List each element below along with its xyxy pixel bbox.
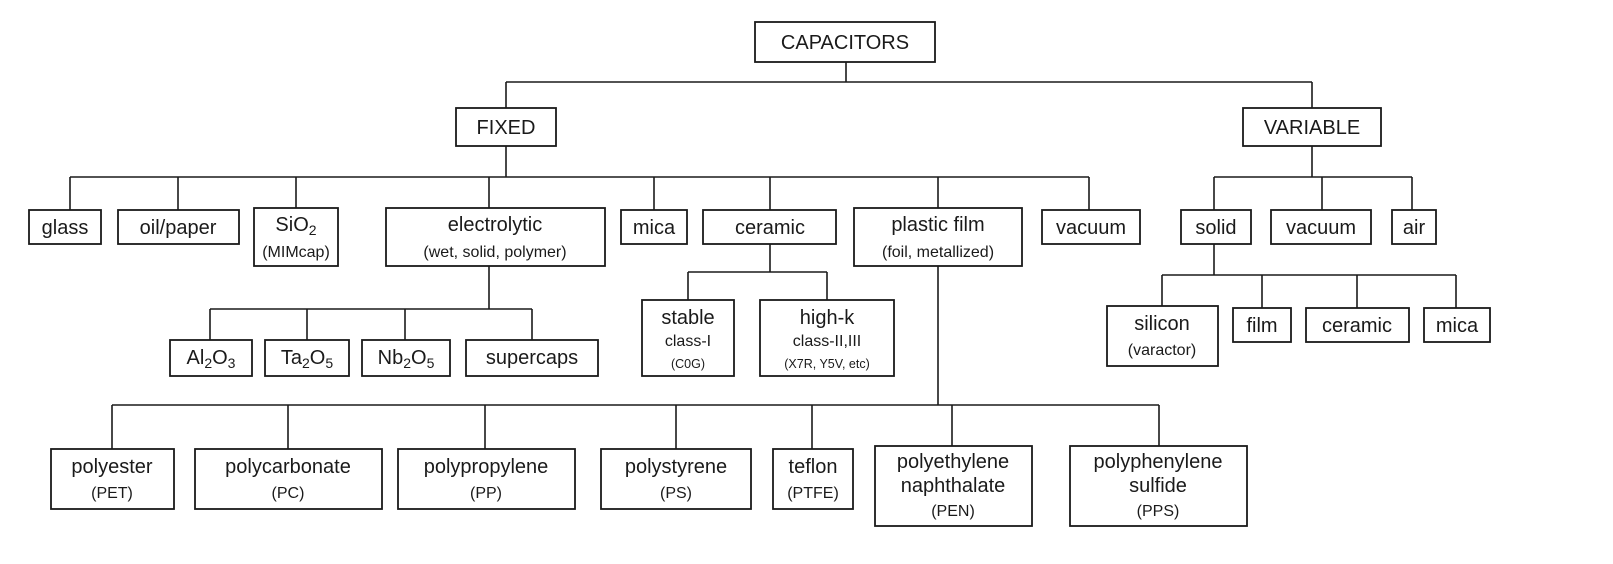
node-label: air — [1403, 217, 1426, 239]
node-silicon: silicon (varactor) — [1106, 305, 1219, 367]
formula-subscript: 2 — [403, 355, 411, 371]
node-electrolytic: electrolytic (wet, solid, polymer) — [385, 207, 606, 267]
node-polypropylene: polypropylene (PP) — [397, 448, 576, 510]
formula-subscript: 2 — [302, 355, 310, 371]
node-label: vacuum — [1056, 217, 1126, 239]
node-label: oil/paper — [140, 217, 217, 239]
node-vacuum-variable: vacuum — [1270, 209, 1372, 245]
node-label-line2: sulfide — [1129, 475, 1187, 497]
node-abbr: (PET) — [91, 485, 133, 502]
node-glass: glass — [28, 209, 102, 245]
node-class: class-II,III — [793, 333, 861, 350]
node-label: high-k — [800, 307, 855, 329]
node-polycarbonate: polycarbonate (PC) — [194, 448, 383, 510]
node-pen: polyethylene naphthalate (PEN) — [874, 445, 1033, 527]
formula-subscript: 3 — [228, 355, 236, 371]
node-polystyrene: polystyrene (PS) — [600, 448, 752, 510]
node-label: vacuum — [1286, 217, 1356, 239]
node-label: plastic film — [891, 214, 984, 236]
node-label: CAPACITORS — [781, 32, 909, 54]
node-polyester: polyester (PET) — [50, 448, 175, 510]
node-ceramic-highk: high-k class-II,III (X7R, Y5V, etc) — [759, 299, 895, 377]
node-detail: (wet, solid, polymer) — [423, 244, 566, 261]
node-label: mica — [1436, 315, 1479, 337]
node-label: Al2O3 — [187, 347, 236, 371]
node-pps: polyphenylene sulfide (PPS) — [1069, 445, 1248, 527]
node-detail: (X7R, Y5V, etc) — [784, 357, 869, 371]
node-label: ceramic — [735, 217, 805, 239]
node-abbr: (PEN) — [931, 503, 975, 520]
node-detail: (foil, metallized) — [882, 244, 994, 261]
node-abbr: (PPS) — [1137, 503, 1180, 520]
node-ceramic-stable: stable class-I (C0G) — [641, 299, 735, 377]
node-label: polypropylene — [424, 456, 549, 478]
node-vacuum-fixed: vacuum — [1041, 209, 1141, 245]
node-detail: (MIMcap) — [262, 244, 330, 261]
connector-lines — [69, 62, 1457, 449]
formula-part: SiO — [275, 214, 308, 236]
node-variable: VARIABLE — [1242, 107, 1382, 147]
node-capacitors: CAPACITORS — [754, 21, 936, 63]
node-label: polystyrene — [625, 456, 727, 478]
node-plastic-film: plastic film (foil, metallized) — [853, 207, 1023, 267]
node-label: Nb2O5 — [378, 347, 435, 371]
node-abbr: (PS) — [660, 485, 692, 502]
formula-part: O — [212, 347, 228, 369]
node-nb2o5: Nb2O5 — [361, 339, 451, 377]
node-abbr: (PC) — [272, 485, 305, 502]
node-teflon: teflon (PTFE) — [772, 448, 854, 510]
node-label: film — [1246, 315, 1277, 337]
node-label: FIXED — [477, 117, 536, 139]
node-class: class-I — [665, 333, 711, 350]
node-ceramic: ceramic — [702, 209, 837, 245]
node-air: air — [1391, 209, 1437, 245]
node-fixed: FIXED — [455, 107, 557, 147]
formula-part: Nb — [378, 347, 404, 369]
formula-subscript: 2 — [309, 222, 317, 238]
node-mica: mica — [620, 209, 688, 245]
formula-subscript: 5 — [325, 355, 333, 371]
node-label-line2: naphthalate — [901, 475, 1006, 497]
node-label: polyethylene — [897, 451, 1009, 473]
node-label: polycarbonate — [225, 456, 351, 478]
formula-part: Al — [187, 347, 205, 369]
node-label: polyphenylene — [1094, 451, 1223, 473]
node-label: stable — [661, 307, 714, 329]
node-abbr: (PTFE) — [787, 485, 839, 502]
node-solid: solid — [1180, 209, 1252, 245]
node-label: VARIABLE — [1264, 117, 1360, 139]
node-label: mica — [633, 217, 676, 239]
node-ceramic-variable: ceramic — [1305, 307, 1410, 343]
node-label: glass — [42, 217, 89, 239]
node-label: SiO2 — [275, 214, 316, 238]
node-al2o3: Al2O3 — [169, 339, 253, 377]
node-label: supercaps — [486, 347, 578, 369]
node-mica-variable: mica — [1423, 307, 1491, 343]
node-label: electrolytic — [448, 214, 542, 236]
node-label: polyester — [71, 456, 152, 478]
node-detail: (varactor) — [1128, 342, 1196, 359]
formula-subscript: 5 — [427, 355, 435, 371]
node-supercaps: supercaps — [465, 339, 599, 377]
formula-part: Ta — [281, 347, 303, 369]
node-label: Ta2O5 — [281, 347, 333, 371]
formula-part: O — [310, 347, 326, 369]
node-abbr: (PP) — [470, 485, 502, 502]
formula-part: O — [411, 347, 427, 369]
node-detail: (C0G) — [671, 357, 705, 371]
formula-subscript: 2 — [204, 355, 212, 371]
node-label: ceramic — [1322, 315, 1392, 337]
node-label: teflon — [789, 456, 838, 478]
node-label: silicon — [1134, 313, 1190, 335]
node-film-variable: film — [1232, 307, 1292, 343]
node-label: solid — [1195, 217, 1236, 239]
node-sio2: SiO2 (MIMcap) — [253, 207, 339, 267]
node-ta2o5: Ta2O5 — [264, 339, 350, 377]
node-oil-paper: oil/paper — [117, 209, 240, 245]
